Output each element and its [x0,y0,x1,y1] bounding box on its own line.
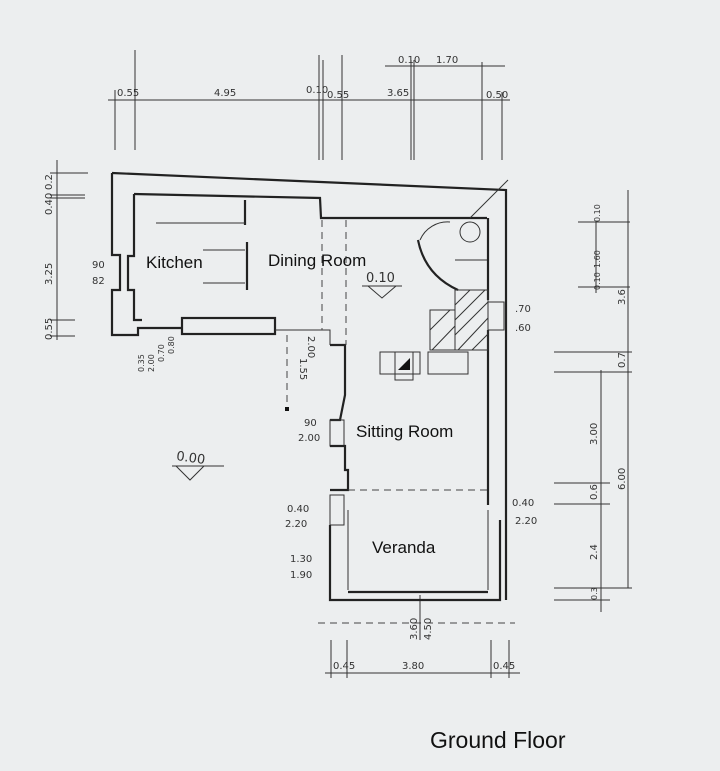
dim-text: .60 [515,323,531,334]
dim-text: 0.10 [306,85,328,96]
dim-text: 82 [92,276,105,287]
plan-title: Ground Floor [430,727,566,753]
dim-text: 0.6 [589,484,600,500]
dim-text: 1.60 [593,250,602,268]
dim-text: 2.20 [515,516,537,527]
dim-text: 3.25 [44,263,55,285]
dim-text: 0.55 [44,318,55,340]
bathroom [416,179,509,292]
dim-text: 0.80 [167,336,176,354]
dim-text: 6.00 [617,468,628,490]
dim-text: 90 [304,418,317,429]
dim-text: 4.50 [423,618,434,640]
dim-text: 3.00 [589,423,600,445]
level-dining: 0.10 [366,271,395,286]
level-marker-outside [175,465,205,481]
room-label-veranda: Veranda [372,538,436,557]
dim-text: 0.10 [593,204,602,222]
walls [110,171,508,602]
bottom-dimension-lines [318,595,520,678]
dim-text: 0.50 [486,90,508,101]
dim-text: 0.10 [398,55,420,66]
dim-text: 1.30 [290,554,312,565]
room-label-dining: Dining Room [268,251,366,270]
dim-text: 0.7 [617,352,628,368]
dim-text: 0.40 [44,193,55,215]
dim-text: 4.95 [214,88,236,99]
dim-text: 0.3 [590,587,599,600]
stair-hatch [429,289,489,351]
dim-text: 0.40 [287,504,309,515]
dim-text: 0.2 [44,174,55,190]
level-outside: 0.00 [175,449,206,468]
dim-text: 0.55 [117,88,139,99]
dim-text: .70 [515,304,531,315]
dim-text: 3.6 [617,289,628,305]
dim-text: 2.00 [305,336,316,358]
dim-text: 3.80 [402,661,424,672]
dim-text: 2.00 [298,433,320,444]
dim-text: 0.45 [493,661,515,672]
dim-text: 1.90 [290,570,312,581]
dim-text: 1.70 [436,55,458,66]
dim-text: 2.00 [147,354,156,372]
level-marker-dining [367,285,397,299]
dim-text: 3.65 [387,88,409,99]
dim-text: 0.35 [137,354,146,372]
room-label-kitchen: Kitchen [146,253,203,272]
left-dimension-lines [50,160,88,340]
room-label-sitting: Sitting Room [356,422,453,441]
dim-text: 0.70 [157,344,166,362]
dim-text: 0.40 [512,498,534,509]
dim-text: 2.4 [589,544,600,560]
dim-text: 90 [92,260,105,271]
right-dimension-lines [554,190,632,612]
dim-text: 1.55 [297,358,308,380]
dim-text: 0.10 [593,272,602,290]
dim-text: 3.60 [409,618,420,640]
top-dimension-lines [108,50,510,160]
dim-text: 0.45 [333,661,355,672]
dim-text: 0.55 [327,90,349,101]
dim-text: 2.20 [285,519,307,530]
